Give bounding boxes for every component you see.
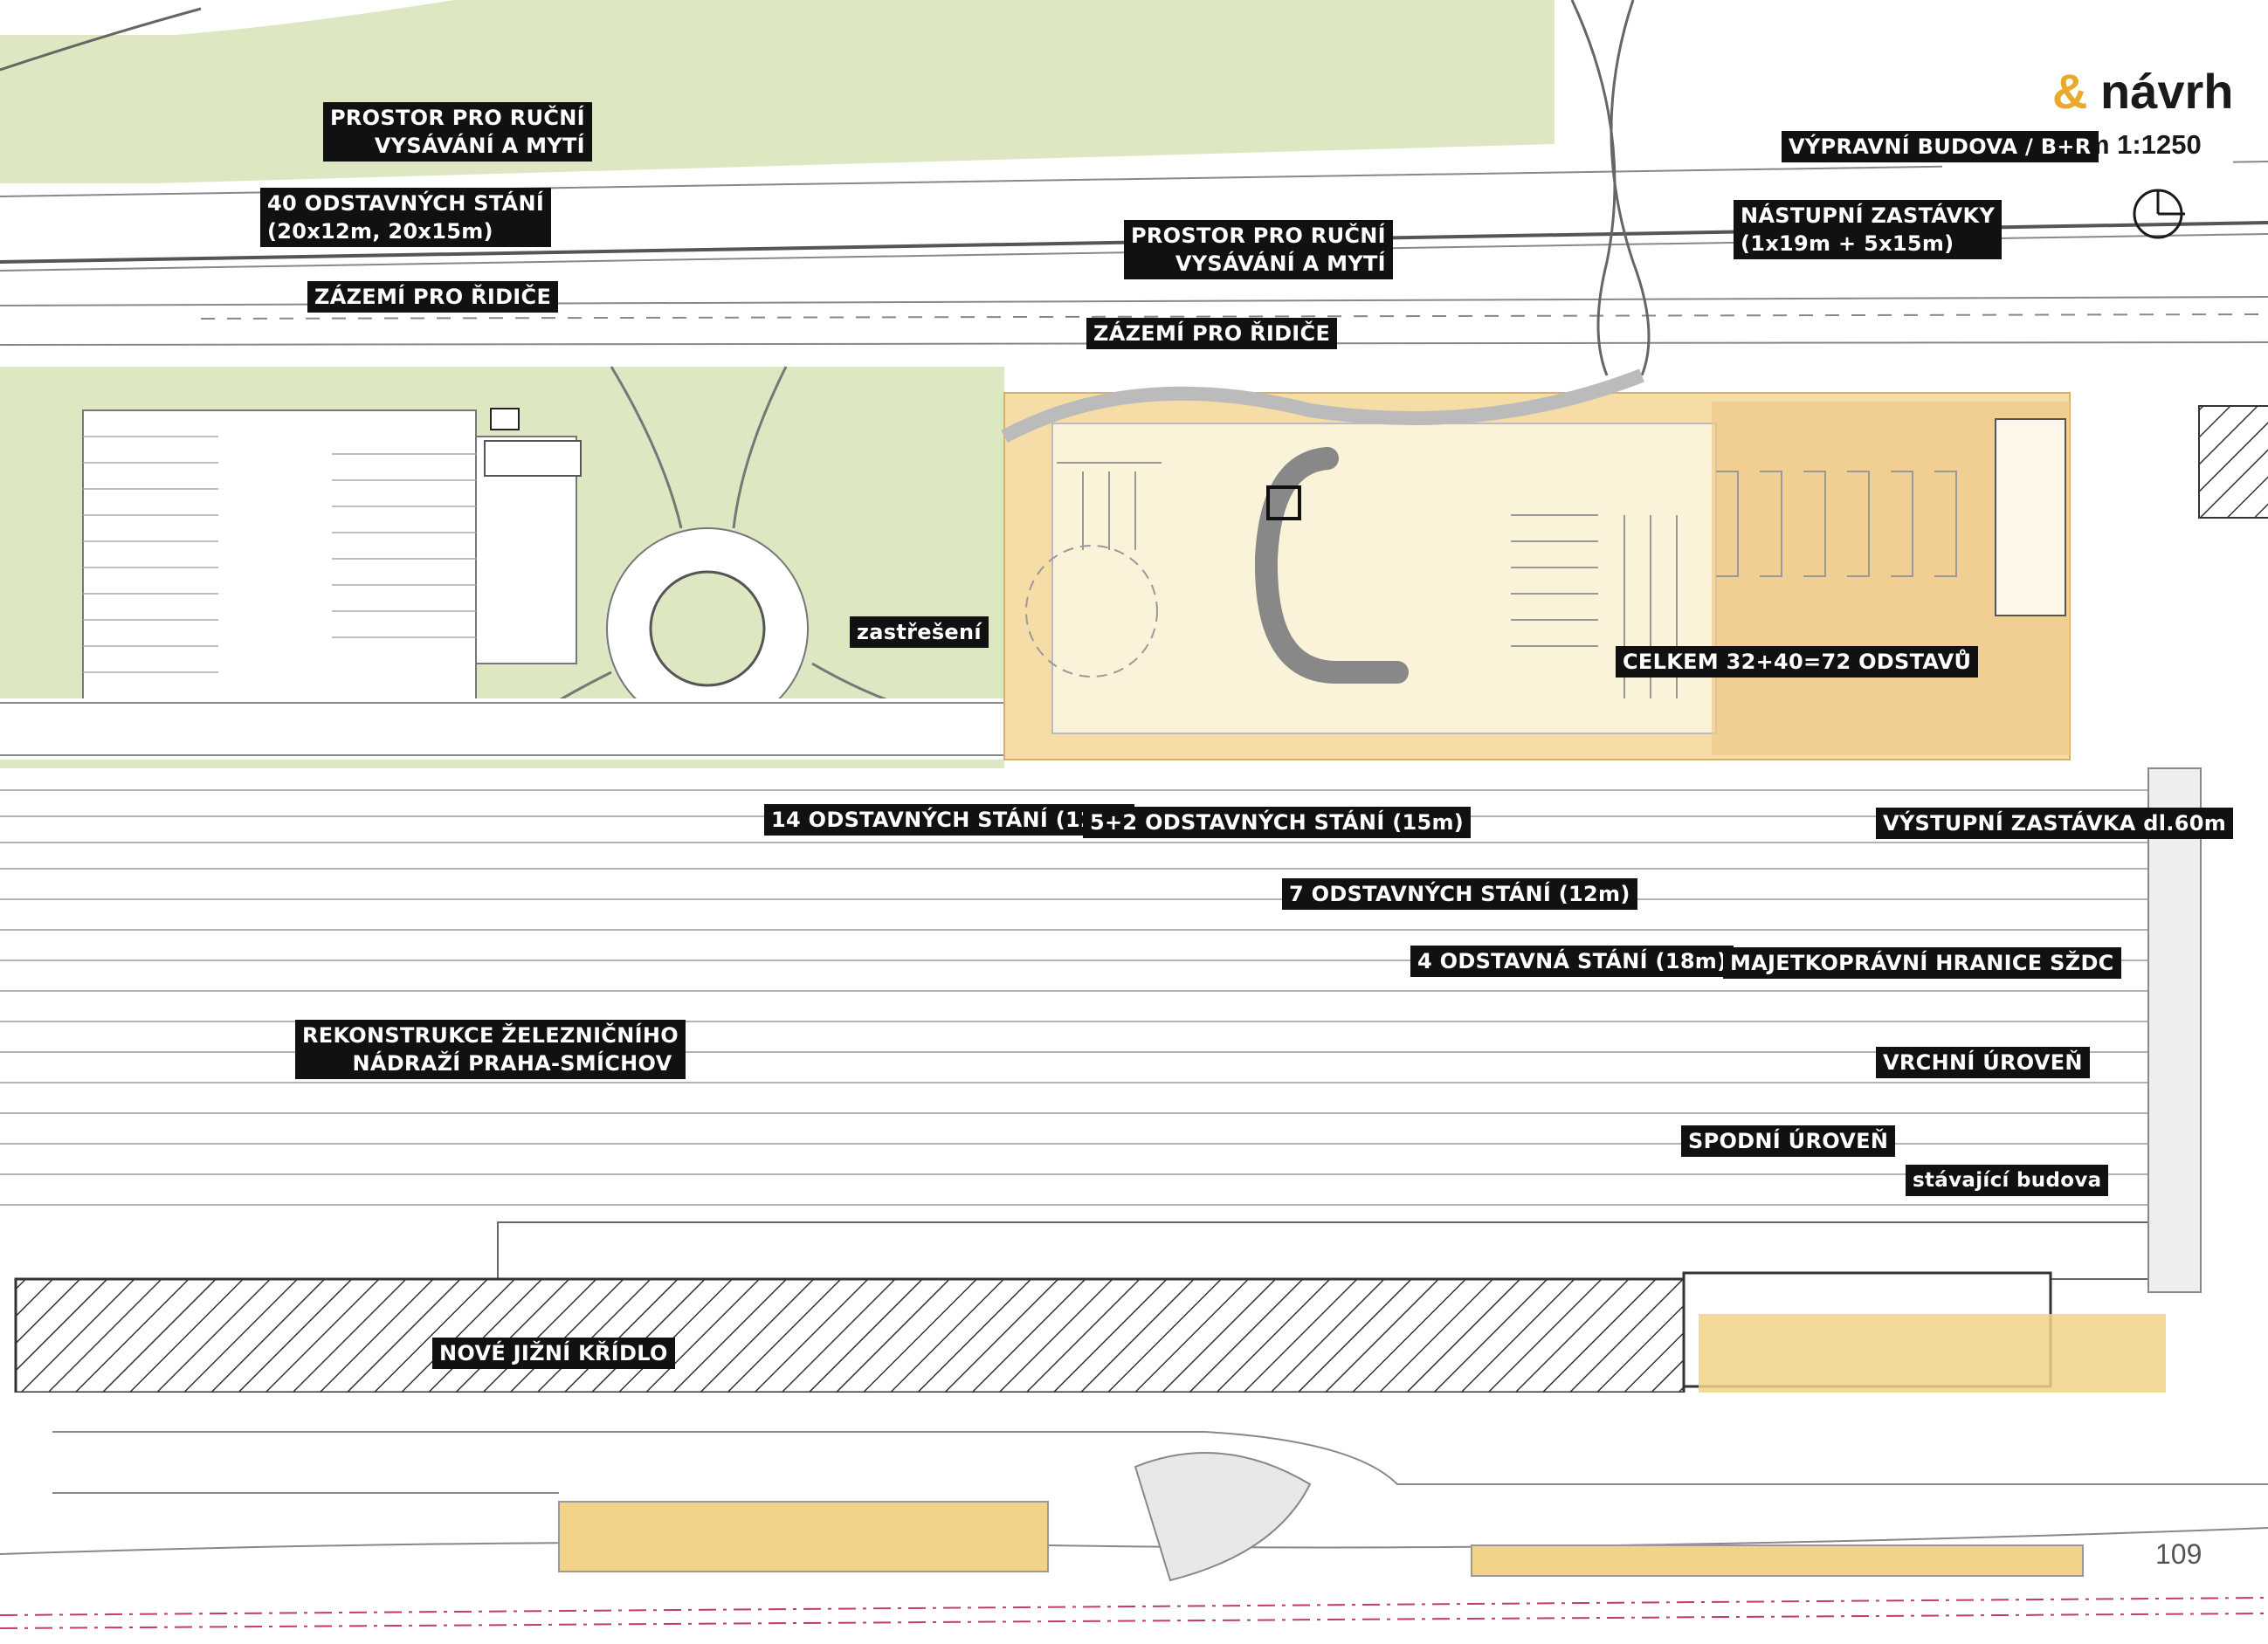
label-line: 40 ODSTAVNÝCH STÁNÍ [267, 191, 545, 216]
label-parking5-2: 5+2 ODSTAVNÝCH STÁNÍ (15m) [1083, 807, 1472, 838]
hatched-box-right [2198, 405, 2268, 519]
label-line: NÁDRAŽÍ PRAHA-SMÍCHOV [352, 1051, 672, 1076]
label-line: VYSÁVÁNÍ A MYTÍ [1175, 251, 1386, 276]
platform-strip [497, 1221, 2149, 1280]
north-arrow-icon [2133, 189, 2185, 239]
left-parking-stripes [83, 436, 476, 673]
driver-box-center [1266, 485, 1301, 520]
driver-box-left [490, 408, 520, 430]
east-building [2147, 767, 2202, 1293]
roofing-circle [1025, 545, 1158, 678]
label-lower-level: SPODNÍ ÚROVEŇ [1681, 1125, 1896, 1157]
ramps [0, 0, 1651, 376]
label-wash-left: PROSTOR PRO RUČNÍ VYSÁVÁNÍ A MYTÍ [323, 102, 592, 162]
label-parking14: 14 ODSTAVNÝCH STÁNÍ (12m) [764, 804, 1134, 836]
label-roofing: zastřešení [850, 616, 989, 648]
label-line: REKONSTRUKCE ŽELEZNIČNÍHO [302, 1023, 679, 1048]
green-area-top [0, 0, 1555, 188]
page-number: 109 [2155, 1538, 2203, 1570]
label-line: PROSTOR PRO RUČNÍ [1131, 224, 1386, 248]
roads-bottom-left [0, 698, 1004, 760]
bottom-road-lines [0, 1431, 2268, 1629]
label-existing-building: stávající budova [1906, 1165, 2109, 1196]
bus-loop [1254, 447, 1409, 684]
roundabout-island [649, 570, 766, 687]
bottom-road [0, 1393, 2268, 1644]
label-departure-building: VÝPRAVNÍ BUDOVA / B+R [1782, 131, 2099, 162]
label-south-wing: NOVÉ JIŽNÍ KŘÍDLO [432, 1338, 675, 1369]
label-upper-level: VRCHNÍ ÚROVEŇ [1876, 1047, 2090, 1078]
label-station-reconstruction: REKONSTRUKCE ŽELEZNIČNÍHO NÁDRAŽÍ PRAHA-… [295, 1020, 686, 1079]
title-scale: m 1:1250 [2085, 129, 2202, 160]
title-ampersand: & [2052, 64, 2088, 119]
traffic-island [1134, 1452, 1312, 1582]
bus-ramp [1001, 368, 1644, 444]
label-driver-left: ZÁZEMÍ PRO ŘIDIČE [307, 281, 559, 313]
label-line: VYSÁVÁNÍ A MYTÍ [374, 134, 585, 158]
label-exit-stop: VÝSTUPNÍ ZASTÁVKA dl.60m [1876, 808, 2234, 839]
south-wing [14, 1277, 1685, 1394]
label-line: (1x19m + 5x15m) [1741, 231, 1954, 256]
bus-stop-bottom [558, 1501, 1049, 1572]
roundabout-arms [487, 366, 1014, 753]
wash-bay-left [484, 440, 582, 477]
bus-stop-bottom-right [1471, 1544, 2084, 1577]
label-parking40: 40 ODSTAVNÝCH STÁNÍ (20x12m, 20x15m) [260, 188, 552, 247]
title-word: návrh [2100, 64, 2234, 119]
label-wash-center: PROSTOR PRO RUČNÍ VYSÁVÁNÍ A MYTÍ [1124, 220, 1393, 279]
label-line: PROSTOR PRO RUČNÍ [330, 106, 585, 130]
label-total: CELKEM 32+40=72 ODSTAVŮ [1616, 646, 1979, 678]
bus-area-light [1051, 423, 1717, 734]
label-boarding-stops: NÁSTUPNÍ ZASTÁVKY (1x19m + 5x15m) [1734, 200, 2003, 259]
label-parking4: 4 ODSTAVNÁ STÁNÍ (18m) [1410, 946, 1734, 977]
label-property-boundary: MAJETKOPRÁVNÍ HRANICE SŽDC [1723, 947, 2121, 979]
rail-yard [0, 768, 2148, 1231]
departure-building [1995, 418, 2066, 616]
label-line: (20x12m, 20x15m) [267, 219, 493, 244]
label-driver-center: ZÁZEMÍ PRO ŘIDIČE [1086, 318, 1338, 349]
label-line: NÁSTUPNÍ ZASTÁVKY [1741, 203, 1996, 228]
label-parking7: 7 ODSTAVNÝCH STÁNÍ (12m) [1282, 878, 1637, 910]
